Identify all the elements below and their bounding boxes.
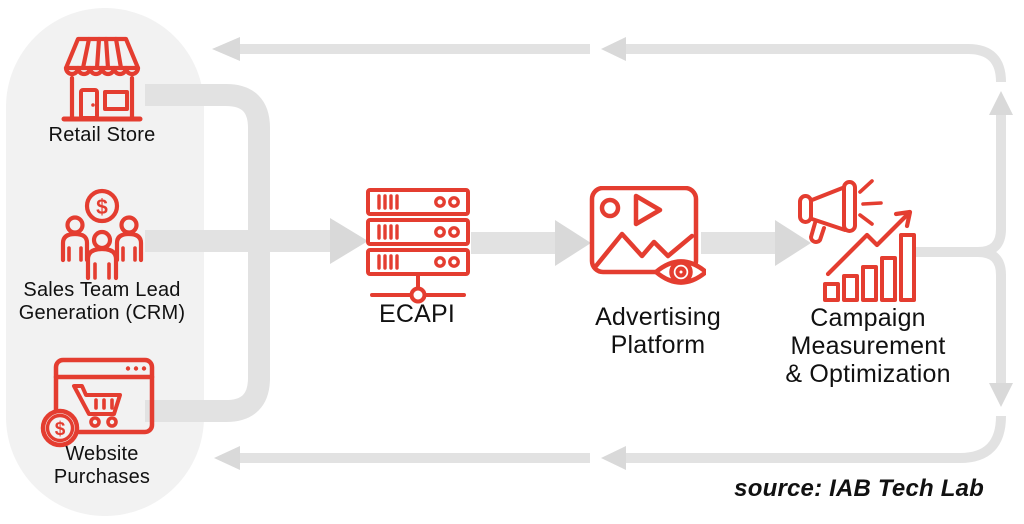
ecapi-server-icon	[366, 188, 470, 304]
storefront-icon	[61, 36, 143, 122]
retail-store-label: Retail Store	[48, 124, 156, 146]
svg-text:$: $	[55, 419, 66, 440]
feedback-arrow-top	[212, 37, 1006, 83]
svg-text:$: $	[96, 196, 108, 219]
campaign-measurement-label: Campaign Measurement & Optimization	[785, 304, 951, 388]
feedback-arrow-bottom	[214, 415, 1006, 470]
ecapi-label: ECAPI	[378, 300, 456, 328]
arrow-ecapi-to-advertising	[471, 220, 591, 266]
website-purchases-label: Website Purchases	[53, 443, 151, 488]
advertising-platform-label: Advertising Platform	[595, 303, 721, 359]
sales-team-icon: $	[60, 188, 144, 281]
sales-team-label: Sales Team Lead Generation (CRM)	[18, 279, 186, 324]
campaign-output-split-connector	[916, 91, 1013, 407]
campaign-measurement-icon	[798, 179, 916, 302]
arrow-advertising-to-campaign	[701, 220, 811, 266]
source-credit: source: IAB Tech Lab	[734, 475, 984, 502]
sources-merge-connector	[145, 84, 270, 422]
website-purchases-icon: $	[40, 357, 155, 448]
arrow-sources-to-ecapi	[145, 218, 368, 264]
ad-platform-icon	[589, 186, 706, 285]
